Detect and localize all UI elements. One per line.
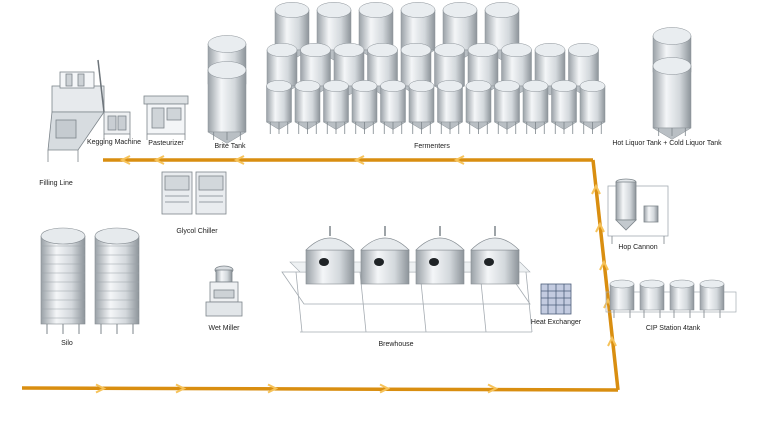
heat-exchanger [540, 283, 572, 315]
brite-tank-lower [207, 61, 247, 144]
silo-left [40, 227, 86, 334]
fermenter-tank-r3-1 [265, 80, 293, 134]
cip-tank-3 [669, 279, 695, 318]
glycol-chiller [161, 171, 227, 215]
label-kegging-machine: Kegging Machine [86, 139, 142, 146]
cip-tank-2 [639, 279, 665, 318]
fermenter-tank-r3-3 [322, 80, 350, 134]
fermenter-tank-r3-12 [579, 80, 606, 134]
silos [40, 227, 140, 334]
brewhouse-kettle-1 [305, 226, 355, 285]
flow-arrow-bottom-4 [379, 383, 391, 394]
label-liquor-tanks: Hot Liquor Tank + Cold Liquor Tank [612, 140, 722, 147]
fermenter-tank-r3-9 [493, 80, 521, 134]
flow-bottom-line [21, 386, 619, 392]
label-brewhouse: Brewhouse [378, 341, 414, 348]
label-brite-tank: Brite Tank [214, 143, 246, 150]
fermenter-tank-r3-7 [436, 80, 464, 134]
flow-arrow-top-3 [233, 155, 245, 165]
fermenter-tank-r3-11 [550, 80, 578, 134]
label-silo: Silo [61, 340, 73, 347]
flow-arrow-right-1 [591, 183, 601, 195]
label-wet-miller: Wet Miller [208, 325, 240, 332]
process-flow-line [21, 158, 620, 392]
brewhouse-kettle-3 [415, 226, 465, 285]
pasteurizer [143, 95, 189, 140]
fermenter-tank-r3-10 [522, 80, 549, 134]
flow-right-line [591, 159, 620, 391]
flow-arrow-top-1 [453, 155, 465, 165]
flow-arrows [95, 155, 617, 394]
label-glycol-chiller: Glycol Chiller [176, 228, 218, 235]
flow-arrow-bottom-5 [487, 383, 499, 394]
wet-miller [205, 265, 243, 317]
flow-arrow-top-2 [353, 155, 365, 165]
filling-line-machine [47, 59, 105, 162]
brewhouse-kettle-2 [360, 226, 410, 285]
flow-arrow-bottom-1 [95, 383, 107, 394]
fermenter-tanks [265, 2, 606, 134]
flow-arrow-bottom-3 [267, 383, 279, 394]
cip-tank-4 [699, 279, 725, 318]
liquor-tanks [652, 27, 692, 140]
label-filling-line: Filling Line [39, 180, 73, 187]
silo-right [94, 227, 140, 334]
label-cip-station: CIP Station 4tank [645, 325, 701, 332]
fermenter-tank-r3-8 [465, 80, 492, 134]
flow-arrow-top-4 [153, 155, 165, 165]
flow-arrow-right-3 [599, 259, 609, 271]
brewhouse-kettle-4 [470, 226, 520, 285]
flow-arrow-bottom-2 [175, 383, 187, 394]
fermenter-tank-r3-5 [379, 80, 407, 134]
label-pasteurizer: Pasteurizer [148, 140, 184, 147]
brite-tanks [207, 35, 247, 144]
hop-cannon [607, 178, 669, 244]
kegging-machine [103, 111, 131, 140]
fermenter-tank-r3-4 [351, 80, 378, 134]
cip-tank-1 [609, 279, 635, 318]
brewhouse [281, 226, 533, 333]
cip-station [605, 279, 737, 318]
flow-arrow-right-5 [607, 335, 617, 347]
flow-arrow-top-5 [119, 155, 131, 165]
fermenter-tank-r3-2 [294, 80, 321, 134]
fermenter-tank-r2-9 [534, 43, 566, 96]
fermenter-tank-r3-6 [408, 80, 435, 134]
label-hop-cannon: Hop Cannon [618, 244, 658, 251]
label-fermenters: Fermenters [414, 143, 450, 150]
flow-arrow-right-2 [595, 221, 605, 233]
cold-liquor-tank [652, 57, 692, 140]
label-heat-exchanger: Heat Exchanger [530, 319, 582, 326]
